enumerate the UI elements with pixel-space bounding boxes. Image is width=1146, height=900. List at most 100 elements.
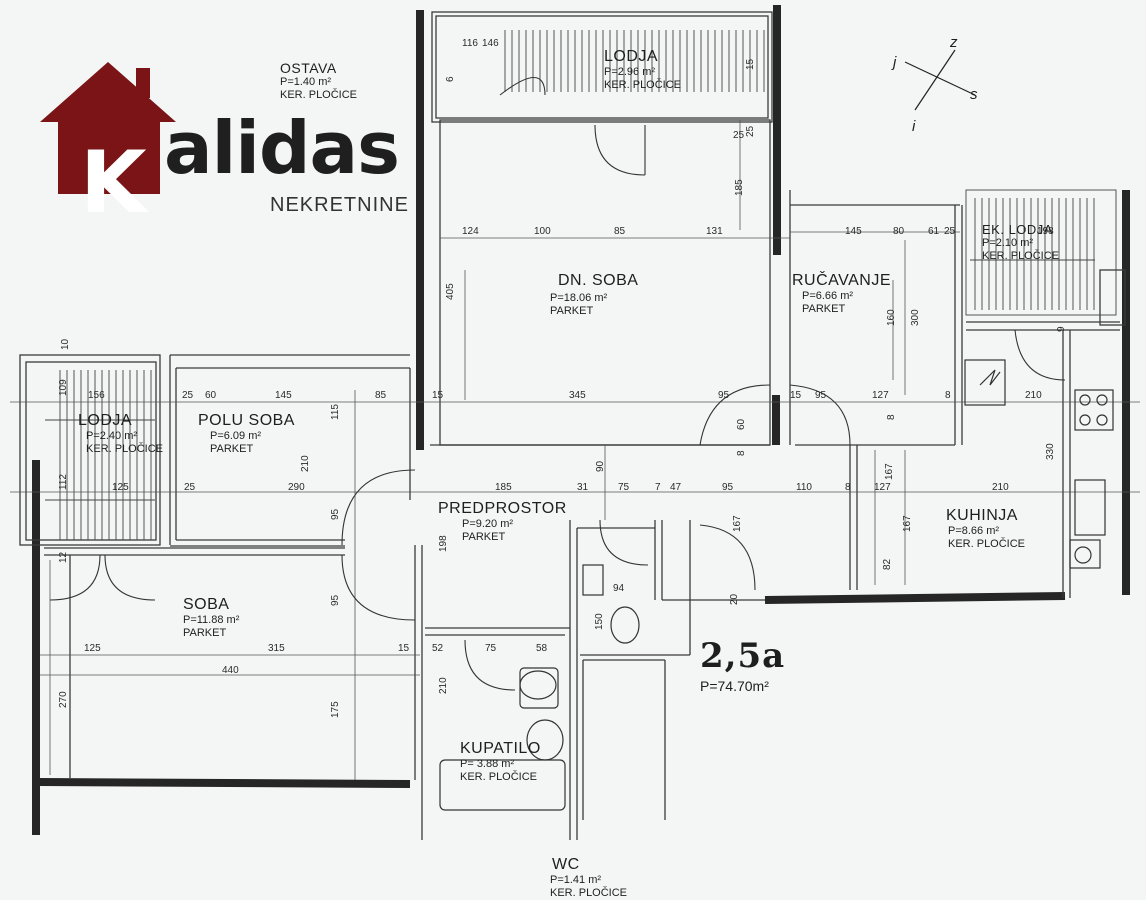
dim-label-vertical: 210 [300,455,311,472]
door-swings [49,77,1066,691]
room-ostava: OSTAVA P=1.40 m² KER. PLOČICE [280,60,357,102]
room-rucavanje-area: P=6.66 m² [802,290,854,302]
dim-label-vertical: 167 [902,515,913,532]
dim-label: 131 [706,226,723,237]
dim-label-vertical: 25 [745,125,756,137]
dim-label: 80 [893,226,905,237]
dim-label-vertical: 198 [438,535,449,552]
dim-label-vertical: 10 [60,338,71,350]
dim-label: 185 [495,482,512,493]
room-lodja-top: LODJA P=2.96 m² KER. PLOČICE [604,48,681,92]
room-soba-floor: PARKET [183,627,227,639]
room-kupatilo-area: P= 3.88 m² [460,758,515,770]
dim-label-vertical: 300 [910,309,921,326]
dim-label: 85 [614,226,626,237]
room-dn-soba-floor: PARKET [550,305,594,317]
compass-south: i [912,118,916,135]
inner-walls [19,11,1126,840]
dim-label: 58 [536,643,548,654]
room-ek-lodja-area: P=2.10 m² [982,237,1034,249]
dim-label: 210 [1025,390,1042,401]
dim-label: 75 [485,643,497,654]
dim-label: 94 [613,583,625,594]
dim-label: 100 [534,226,551,237]
dim-label-vertical: 90 [595,460,606,472]
compass-rose [904,49,976,111]
dim-label: 315 [268,643,285,654]
dim-label: 60 [205,390,217,401]
dim-label: 25 [184,482,196,493]
dim-label-vertical: 185 [734,179,745,196]
compass-east: s [970,86,978,103]
dim-label: 440 [222,665,239,676]
dim-label: 15 [398,643,410,654]
dim-label-vertical: 167 [732,515,743,532]
dim-label-vertical: 95 [330,594,341,606]
logo-k-letter: K [80,133,147,233]
logo-name: alidas [164,106,400,190]
dim-label: 25 [733,130,745,141]
unit-total-area: P=74.70m² [700,678,769,694]
logo-subtitle: NEKRETNINE [270,194,409,216]
room-wc: WC P=1.41 m² KER. PLOČICE [550,856,627,900]
compass-west: j [893,54,897,71]
dim-label: 25 [182,390,194,401]
dim-label-vertical: 82 [882,558,893,570]
dim-label: 127 [872,390,889,401]
fixtures [439,359,1114,811]
room-predprostor-area: P=9.20 m² [462,518,514,530]
dim-label-vertical: 405 [445,283,456,300]
room-kuhinja-floor: KER. PLOČICE [948,538,1026,550]
room-kupatilo-name: KUPATILO [460,740,541,757]
room-lodja-top-floor: KER. PLOČICE [604,79,682,91]
dim-label: 125 [84,643,101,654]
dim-label-vertical: 112 [58,474,69,490]
room-polu-soba-floor: PARKET [210,443,254,455]
room-rucavanje: RUČAVANJE P=6.66 m² PARKET [792,272,891,316]
room-lodja-left-name: LODJA [78,412,133,429]
dim-label: 95 [722,482,734,493]
room-lodja-top-area: P=2.96 m² [604,66,656,78]
unit-code: 2,5a [700,636,786,676]
dimension-lines [10,120,1140,780]
room-ostava-name: OSTAVA [280,60,337,76]
dim-label-vertical: 270 [58,691,69,708]
room-polu-soba: POLU SOBA P=6.09 m² PARKET [198,412,295,456]
room-soba-name: SOBA [183,596,230,613]
room-lodja-top-name: LODJA [604,48,659,65]
dim-label: 15 [790,390,802,401]
room-kuhinja: KUHINJA P=8.66 m² KER. PLOČICE [946,507,1025,551]
room-dn-soba-info: P=18.06 m² PARKET [550,292,607,318]
dim-label-vertical: 20 [729,593,740,605]
dim-label-vertical: 6 [445,76,456,82]
dim-label: 290 [288,482,305,493]
room-ostava-floor: KER. PLOČICE [280,89,358,101]
room-rucavanje-floor: PARKET [802,303,846,315]
room-lodja-left-floor: KER. PLOČICE [86,443,164,455]
room-kupatilo: KUPATILO P= 3.88 m² KER. PLOČICE [460,740,541,784]
dim-label: 145 [275,390,292,401]
dim-label: 124 [462,226,479,237]
dim-label-vertical: 167 [884,463,895,480]
compass-north: z [950,34,958,51]
dim-label: 110 [796,482,812,493]
dim-label-vertical: 15 [745,58,756,70]
dim-label-vertical: 210 [438,677,449,694]
dim-label-vertical: 12 [58,551,69,563]
room-kuhinja-area: P=8.66 m² [948,525,1000,537]
room-dn-soba-name: DN. SOBA [558,272,639,289]
dim-label: 127 [874,482,891,493]
balcony-hatching [45,30,1117,540]
room-kupatilo-floor: KER. PLOČICE [460,771,538,783]
dim-label-vertical: 160 [886,309,897,326]
dim-label: 198 [1037,226,1054,237]
room-wc-floor: KER. PLOČICE [550,887,628,899]
room-polu-soba-area: P=6.09 m² [210,430,262,442]
dim-label: 52 [432,643,444,654]
room-polu-soba-name: POLU SOBA [198,412,295,429]
kalidas-logo: K alidas NEKRETNINE [38,58,438,226]
dim-label: 145 [845,226,862,237]
room-ek-lodja-floor: KER. PLOČICE [982,250,1060,262]
dim-label: 156 [88,390,105,401]
dim-label: 85 [375,390,387,401]
